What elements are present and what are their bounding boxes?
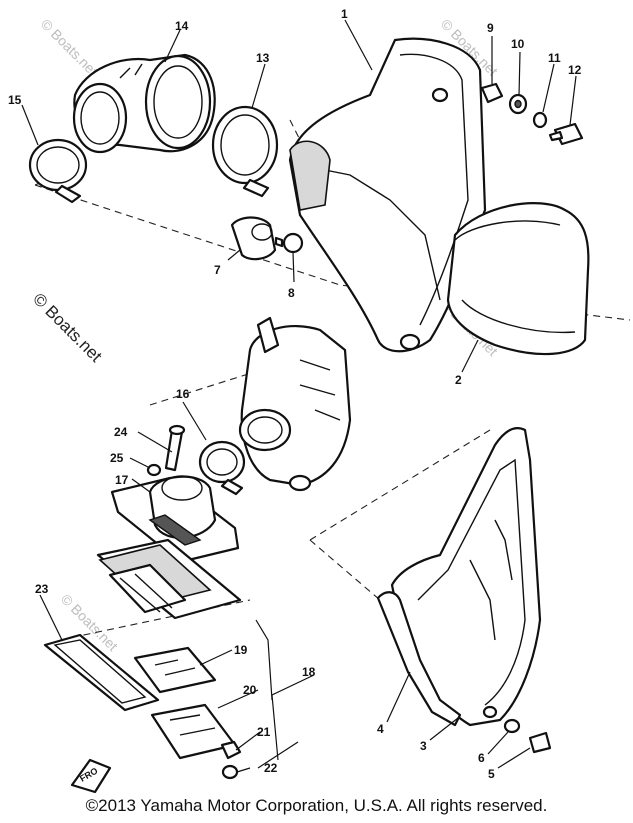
copyright-notice: ©2013 Yamaha Motor Corporation, U.S.A. A…: [85, 796, 548, 815]
callout-11: 11: [548, 51, 561, 65]
screw-22: [221, 764, 239, 780]
callout-19: 19: [234, 643, 248, 657]
callout-1: 1: [341, 7, 348, 21]
callout-25: 25: [110, 451, 124, 465]
airbox-housing: [288, 37, 487, 353]
callout-10: 10: [511, 37, 525, 51]
callout-2: 2: [455, 373, 462, 387]
washer-25: [146, 463, 162, 477]
fastener-set-9-12: [480, 82, 584, 146]
air-filter-element: [446, 202, 590, 356]
callout-8: 8: [288, 286, 295, 300]
callout-6: 6: [478, 751, 485, 765]
callout-20: 20: [243, 683, 257, 697]
callout-21: 21: [257, 725, 271, 739]
carburetor: [238, 316, 352, 492]
hose-clamp-15: [28, 138, 88, 204]
callout-5: 5: [488, 767, 495, 781]
callout-17: 17: [115, 473, 129, 487]
side-cover: [376, 427, 542, 727]
callout-18: 18: [302, 665, 316, 679]
callout-23: 23: [35, 582, 49, 596]
callout-9: 9: [487, 21, 494, 35]
leader-lines: [21, 19, 577, 773]
callout-3: 3: [420, 739, 427, 753]
front-arrow: FRO: [70, 758, 112, 794]
callout-22: 22: [264, 761, 278, 775]
screw-5: [528, 731, 552, 754]
gasket-23: [43, 633, 160, 712]
callout-4: 4: [377, 722, 384, 736]
intake-manifold: [110, 475, 240, 564]
callout-7: 7: [214, 263, 221, 277]
callout-12: 12: [568, 63, 582, 77]
vent-elbow-7: [230, 216, 277, 261]
callout-15: 15: [8, 93, 22, 107]
reed-valve: [96, 538, 242, 620]
hose-clamp-16: [198, 440, 246, 496]
bolt-24: [164, 424, 186, 472]
reed-petal-20: [150, 703, 237, 760]
nut-21: [220, 740, 242, 760]
washer-6: [503, 718, 521, 734]
callout-14: 14: [175, 19, 189, 33]
reed-petal-19: [133, 646, 217, 694]
clip-8: [274, 232, 304, 254]
watermark-1: © Boats.net: [38, 16, 101, 79]
callout-16: 16: [176, 387, 190, 401]
intake-boot: [72, 53, 216, 154]
watermark-main: © Boats.net: [29, 289, 106, 366]
callout-24: 24: [114, 425, 128, 439]
callout-numbers: 1 2 3 4 5 6 7 8 9 10 11 12 13 14 15 16 1…: [8, 7, 582, 781]
hose-clamp-13: [211, 105, 279, 198]
callout-13: 13: [256, 51, 270, 65]
